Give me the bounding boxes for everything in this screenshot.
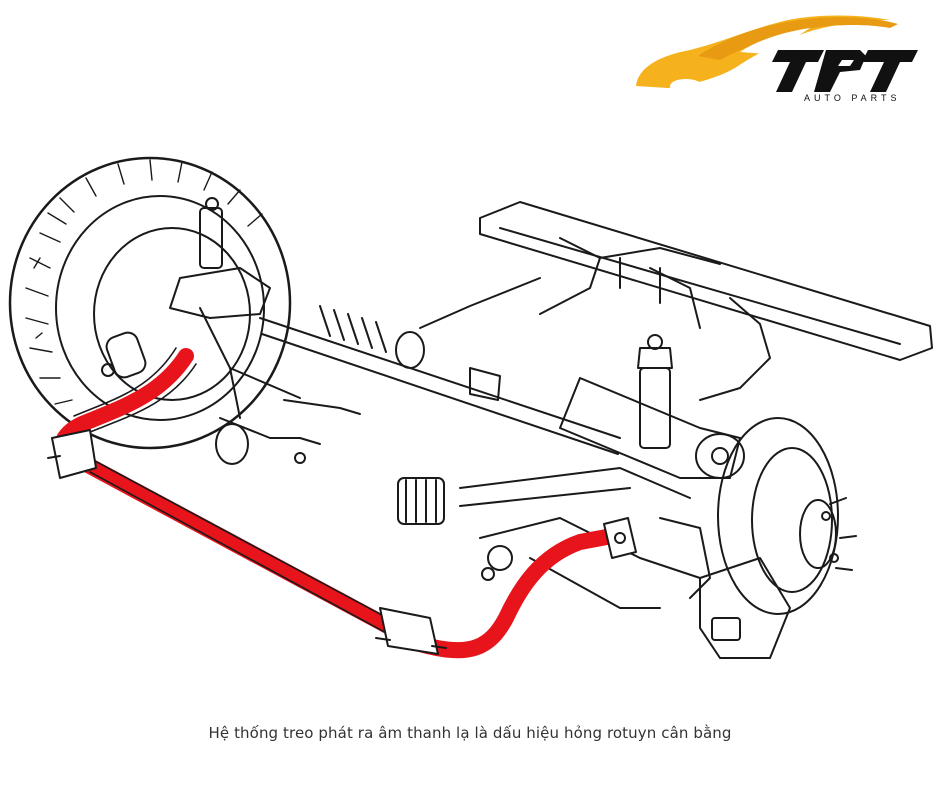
car-roofline: [698, 17, 898, 60]
car-window: [740, 28, 810, 54]
car-wheel: [670, 79, 702, 93]
strut-right: [559, 334, 745, 479]
brand-logo: AUTO PARTS: [628, 6, 928, 102]
bar-end-link-right: [603, 517, 637, 559]
bar-bushing-center: [375, 607, 447, 655]
car-silhouette: [636, 15, 890, 88]
suspension-illustration: [0, 138, 940, 678]
brake-disc-right: [699, 417, 857, 659]
bar-bushing-left: [47, 429, 97, 479]
stabilizer-bar-outline: [73, 347, 415, 649]
lower-arm-right: [397, 467, 711, 609]
steering-rack: [259, 305, 621, 455]
image-caption: Hệ thống treo phát ra âm thanh lạ là dấu…: [208, 724, 732, 742]
tire-left: [8, 156, 292, 450]
strut-left: [101, 197, 361, 465]
tpt-letters: [772, 50, 918, 92]
brand-tagline: AUTO PARTS: [804, 93, 901, 102]
frame-crossmember: [419, 201, 933, 401]
